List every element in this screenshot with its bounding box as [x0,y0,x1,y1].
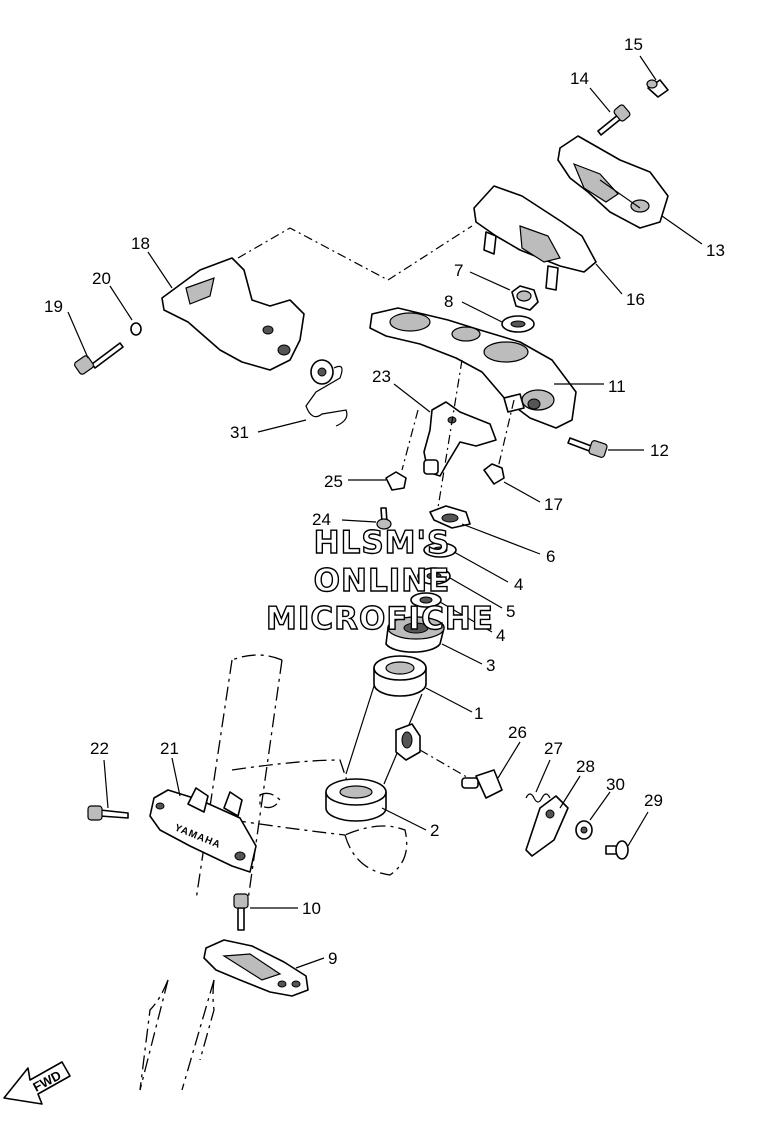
lock-26 [461,769,503,799]
callout-16: 16 [626,290,645,309]
callout-10: 10 [302,899,321,918]
bolt-14 [597,104,631,136]
callout-31: 31 [230,423,249,442]
callout-9: 9 [328,949,337,968]
callout-2: 2 [430,821,439,840]
screw-29 [605,840,629,860]
callout-8: 8 [444,292,453,311]
callout-25: 25 [324,472,343,491]
callout-4-lower: 4 [496,626,505,645]
bolt-12 [567,437,608,458]
crown-plate-18 [161,257,305,371]
callout-13: 13 [706,241,725,260]
callout-17: 17 [544,495,563,514]
guard-plate-9 [203,939,309,997]
fwd-direction-arrow: FWD [3,1061,71,1105]
callout-29: 29 [644,791,663,810]
spring-27 [525,793,551,803]
callout-12: 12 [650,441,669,460]
callout-numbers: 15 14 13 16 18 20 19 7 8 11 23 31 12 25 … [44,35,725,968]
holder-lower-16 [473,185,597,291]
callout-11: 11 [608,377,626,396]
watermark-line-2: ONLINE [314,563,451,599]
callout-21: 21 [160,739,179,758]
callout-23: 23 [372,367,391,386]
washer-20 [130,322,142,336]
plate-28 [525,795,569,857]
cover-3 [385,616,445,653]
link-18-16 [237,225,473,281]
watermark-line-3: MICROFICHE [266,601,494,637]
bolt-19 [74,342,124,375]
callout-5: 5 [506,602,515,621]
phantom-fork-outline [139,654,408,1091]
callout-20: 20 [92,269,111,288]
callout-1: 1 [474,704,483,723]
nut-17 [483,463,505,485]
holder-upper-13 [557,135,669,229]
callout-28: 28 [576,757,595,776]
callout-18: 18 [131,234,150,253]
callout-19: 19 [44,297,63,316]
callout-6: 6 [546,547,555,566]
watermark: HLSM'S ONLINE MICROFICHE [265,524,494,637]
leader-lines [67,55,703,969]
callout-3: 3 [486,656,495,675]
watermark-line-1: HLSM'S [314,525,451,561]
screw-24 [376,507,392,530]
callout-26: 26 [508,723,527,742]
clip-31 [305,359,348,427]
sleeve-26 [395,723,421,761]
washer-6 [429,505,471,529]
fwd-label: FWD [30,1068,63,1095]
bolt-10 [233,893,249,931]
cap-15 [646,79,669,98]
callout-24: 24 [312,510,331,529]
nut-7 [511,285,539,311]
upper-bracket-11 [369,307,577,429]
bearing-1 [373,655,427,697]
callout-27: 27 [544,739,563,758]
bracket-23 [423,401,497,477]
callout-4-upper: 4 [514,575,523,594]
callout-30: 30 [606,775,625,794]
callout-22: 22 [90,739,109,758]
bolt-22 [87,805,129,821]
nut-25 [385,471,407,491]
callout-15: 15 [624,35,643,54]
callout-14: 14 [570,69,589,88]
callout-7: 7 [454,261,463,280]
bearing-2 [325,778,387,822]
axis-line [435,359,463,521]
under-bracket-21: YAMAHA [149,787,257,873]
